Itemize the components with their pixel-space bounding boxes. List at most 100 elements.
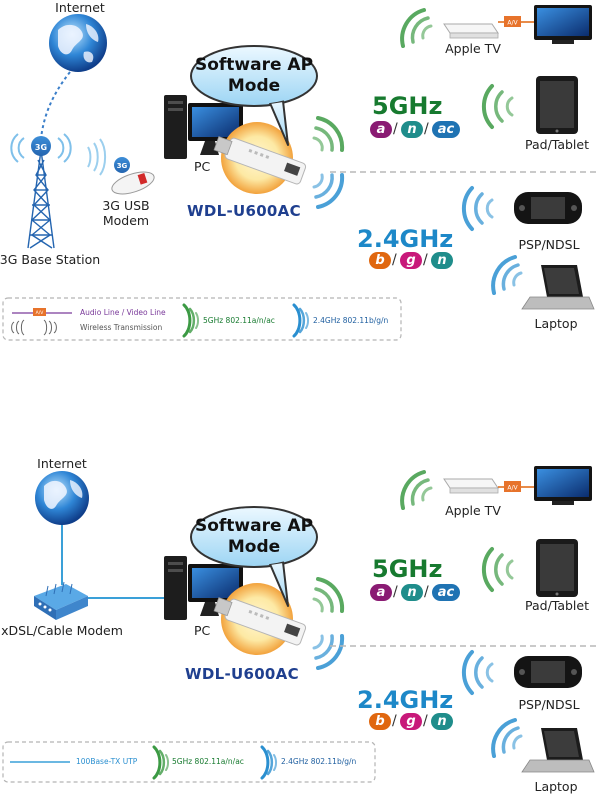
protocol-separator: / bbox=[393, 121, 398, 137]
legend-wireless-text: Wireless Transmission bbox=[80, 323, 163, 332]
tablet-signal-waves-icon bbox=[481, 84, 514, 129]
psp-icon bbox=[514, 192, 582, 224]
wifi-5ghz-waves-icon bbox=[312, 116, 345, 152]
protocol-n-badge: n bbox=[431, 713, 453, 730]
protocol-g-badge: g bbox=[400, 252, 422, 269]
internet-globe-icon bbox=[49, 14, 107, 72]
laptop-signal-waves-icon bbox=[491, 718, 523, 758]
usb-3g-modem-icon: 3G bbox=[111, 157, 155, 195]
protocol-b-badge: b bbox=[369, 252, 391, 269]
legend-5ghz-waves-icon bbox=[182, 303, 199, 338]
wifi-24ghz-waves-icon bbox=[312, 634, 345, 670]
legend-5ghz-text: 5GHz 802.11a/n/ac bbox=[203, 316, 275, 325]
legend-av-tag-text: A/V bbox=[36, 310, 45, 316]
legend-24ghz-waves-icon bbox=[260, 745, 277, 780]
protocol-separator: / bbox=[424, 584, 429, 600]
protocol-g-badge: g bbox=[400, 713, 422, 730]
laptop-icon bbox=[521, 265, 595, 310]
dsl-modem-label: xDSL/Cable Modem bbox=[1, 623, 123, 638]
band-24ghz-label: 2.4GHz bbox=[357, 686, 454, 714]
pc-computer-icon bbox=[164, 95, 243, 159]
base-station-label: 3G Base Station bbox=[0, 252, 101, 267]
legend-wireless-waves-icon bbox=[11, 319, 57, 336]
apple-tv-icon bbox=[443, 23, 499, 39]
internet-globe-icon bbox=[35, 471, 89, 525]
av-tag bbox=[504, 481, 521, 492]
wifi-24ghz-waves-icon bbox=[312, 173, 345, 209]
legend-utp-text: 100Base-TX UTP bbox=[76, 757, 138, 766]
av-tag-text: A/V bbox=[507, 20, 518, 27]
pad-tablet-label: Pad/Tablet bbox=[524, 598, 590, 613]
usb-modem-label: 3G USB Modem bbox=[102, 198, 150, 228]
apple-tv-label: Apple TV bbox=[445, 41, 501, 56]
protocol-separator: / bbox=[392, 252, 397, 268]
dsl-modem-icon bbox=[34, 581, 88, 620]
apple-tv-label: Apple TV bbox=[445, 503, 501, 518]
protocol-separator: / bbox=[423, 713, 428, 729]
internet-label: Internet bbox=[55, 0, 105, 15]
protocol-n-badge: n bbox=[431, 252, 453, 269]
protocol-separator: / bbox=[424, 121, 429, 137]
legend-24ghz-waves-icon bbox=[292, 303, 309, 338]
protocol-ac-badge: ac bbox=[432, 121, 460, 138]
band-24ghz-label: 2.4GHz bbox=[357, 225, 454, 253]
tablet-icon bbox=[536, 539, 578, 597]
protocol-b-badge: b bbox=[369, 713, 391, 730]
band-5ghz-label: 5GHz bbox=[372, 555, 443, 583]
protocol-a-badge: a bbox=[370, 584, 392, 601]
modem-3g-badge-text: 3G bbox=[117, 162, 128, 170]
tv-icon bbox=[534, 466, 592, 505]
psp-label: PSP/NDSL bbox=[518, 697, 580, 712]
bubble-line-2: Mode bbox=[227, 76, 281, 96]
pc-label: PC bbox=[194, 159, 211, 174]
protocol-ac-badge: ac bbox=[432, 584, 460, 601]
device-model-label: WDL-U600AC bbox=[187, 202, 301, 220]
tablet-icon bbox=[536, 76, 578, 134]
device-model-label: WDL-U600AC bbox=[185, 665, 299, 683]
tower-3g-badge-icon bbox=[31, 136, 51, 156]
cell-tower-icon bbox=[27, 149, 55, 249]
internet-label: Internet bbox=[37, 456, 87, 471]
av-tag-text: A/V bbox=[507, 485, 518, 492]
usb-adapter-icon bbox=[213, 136, 307, 185]
legend-24ghz-text: 2.4GHz 802.11b/g/n bbox=[281, 757, 357, 766]
laptop-icon bbox=[521, 728, 595, 773]
protocol-separator: / bbox=[423, 252, 428, 268]
usb-adapter-icon bbox=[213, 597, 307, 646]
appletv-signal-waves-icon bbox=[400, 8, 433, 48]
tablet-signal-waves-icon bbox=[481, 547, 514, 592]
protocol-a-badge: a bbox=[370, 121, 392, 138]
pad-tablet-label: Pad/Tablet bbox=[524, 137, 590, 152]
laptop-signal-waves-icon bbox=[491, 255, 523, 295]
protocol-separator: / bbox=[393, 584, 398, 600]
tower-3g-badge-text: 3G bbox=[35, 143, 47, 152]
apple-tv-icon bbox=[443, 478, 499, 494]
legend-5ghz-text: 5GHz 802.11a/n/ac bbox=[172, 757, 244, 766]
band-5ghz-label: 5GHz bbox=[372, 92, 443, 120]
bubble-line-2: Mode bbox=[227, 537, 281, 557]
psp-signal-waves-icon bbox=[461, 650, 494, 695]
protocol-n-badge: n bbox=[401, 121, 423, 138]
laptop-label: Laptop bbox=[534, 779, 578, 794]
software-ap-bubble bbox=[190, 45, 318, 146]
protocol-n-badge: n bbox=[401, 584, 423, 601]
pc-label: PC bbox=[194, 623, 211, 638]
tv-icon bbox=[534, 5, 592, 44]
av-tag bbox=[504, 16, 521, 27]
psp-label: PSP/NDSL bbox=[518, 237, 580, 252]
legend-24ghz-text: 2.4GHz 802.11b/g/n bbox=[313, 316, 389, 325]
laptop-label: Laptop bbox=[534, 316, 578, 331]
tower-signal-waves-icon bbox=[10, 133, 107, 176]
wifi-5ghz-waves-icon bbox=[312, 577, 345, 613]
bubble-text: Software AP Mode bbox=[184, 55, 324, 97]
pc-computer-icon bbox=[164, 556, 243, 620]
software-ap-bubble bbox=[190, 506, 318, 607]
legend-5ghz-waves-icon bbox=[152, 745, 169, 780]
bubble-line-1: Software AP bbox=[194, 55, 314, 75]
cellular-link-line bbox=[40, 71, 71, 139]
psp-icon bbox=[514, 656, 582, 688]
bottom-legend-box bbox=[2, 741, 376, 783]
legend-av-tag bbox=[33, 308, 46, 316]
legend-av-text: Audio Line / Video Line bbox=[80, 308, 166, 317]
